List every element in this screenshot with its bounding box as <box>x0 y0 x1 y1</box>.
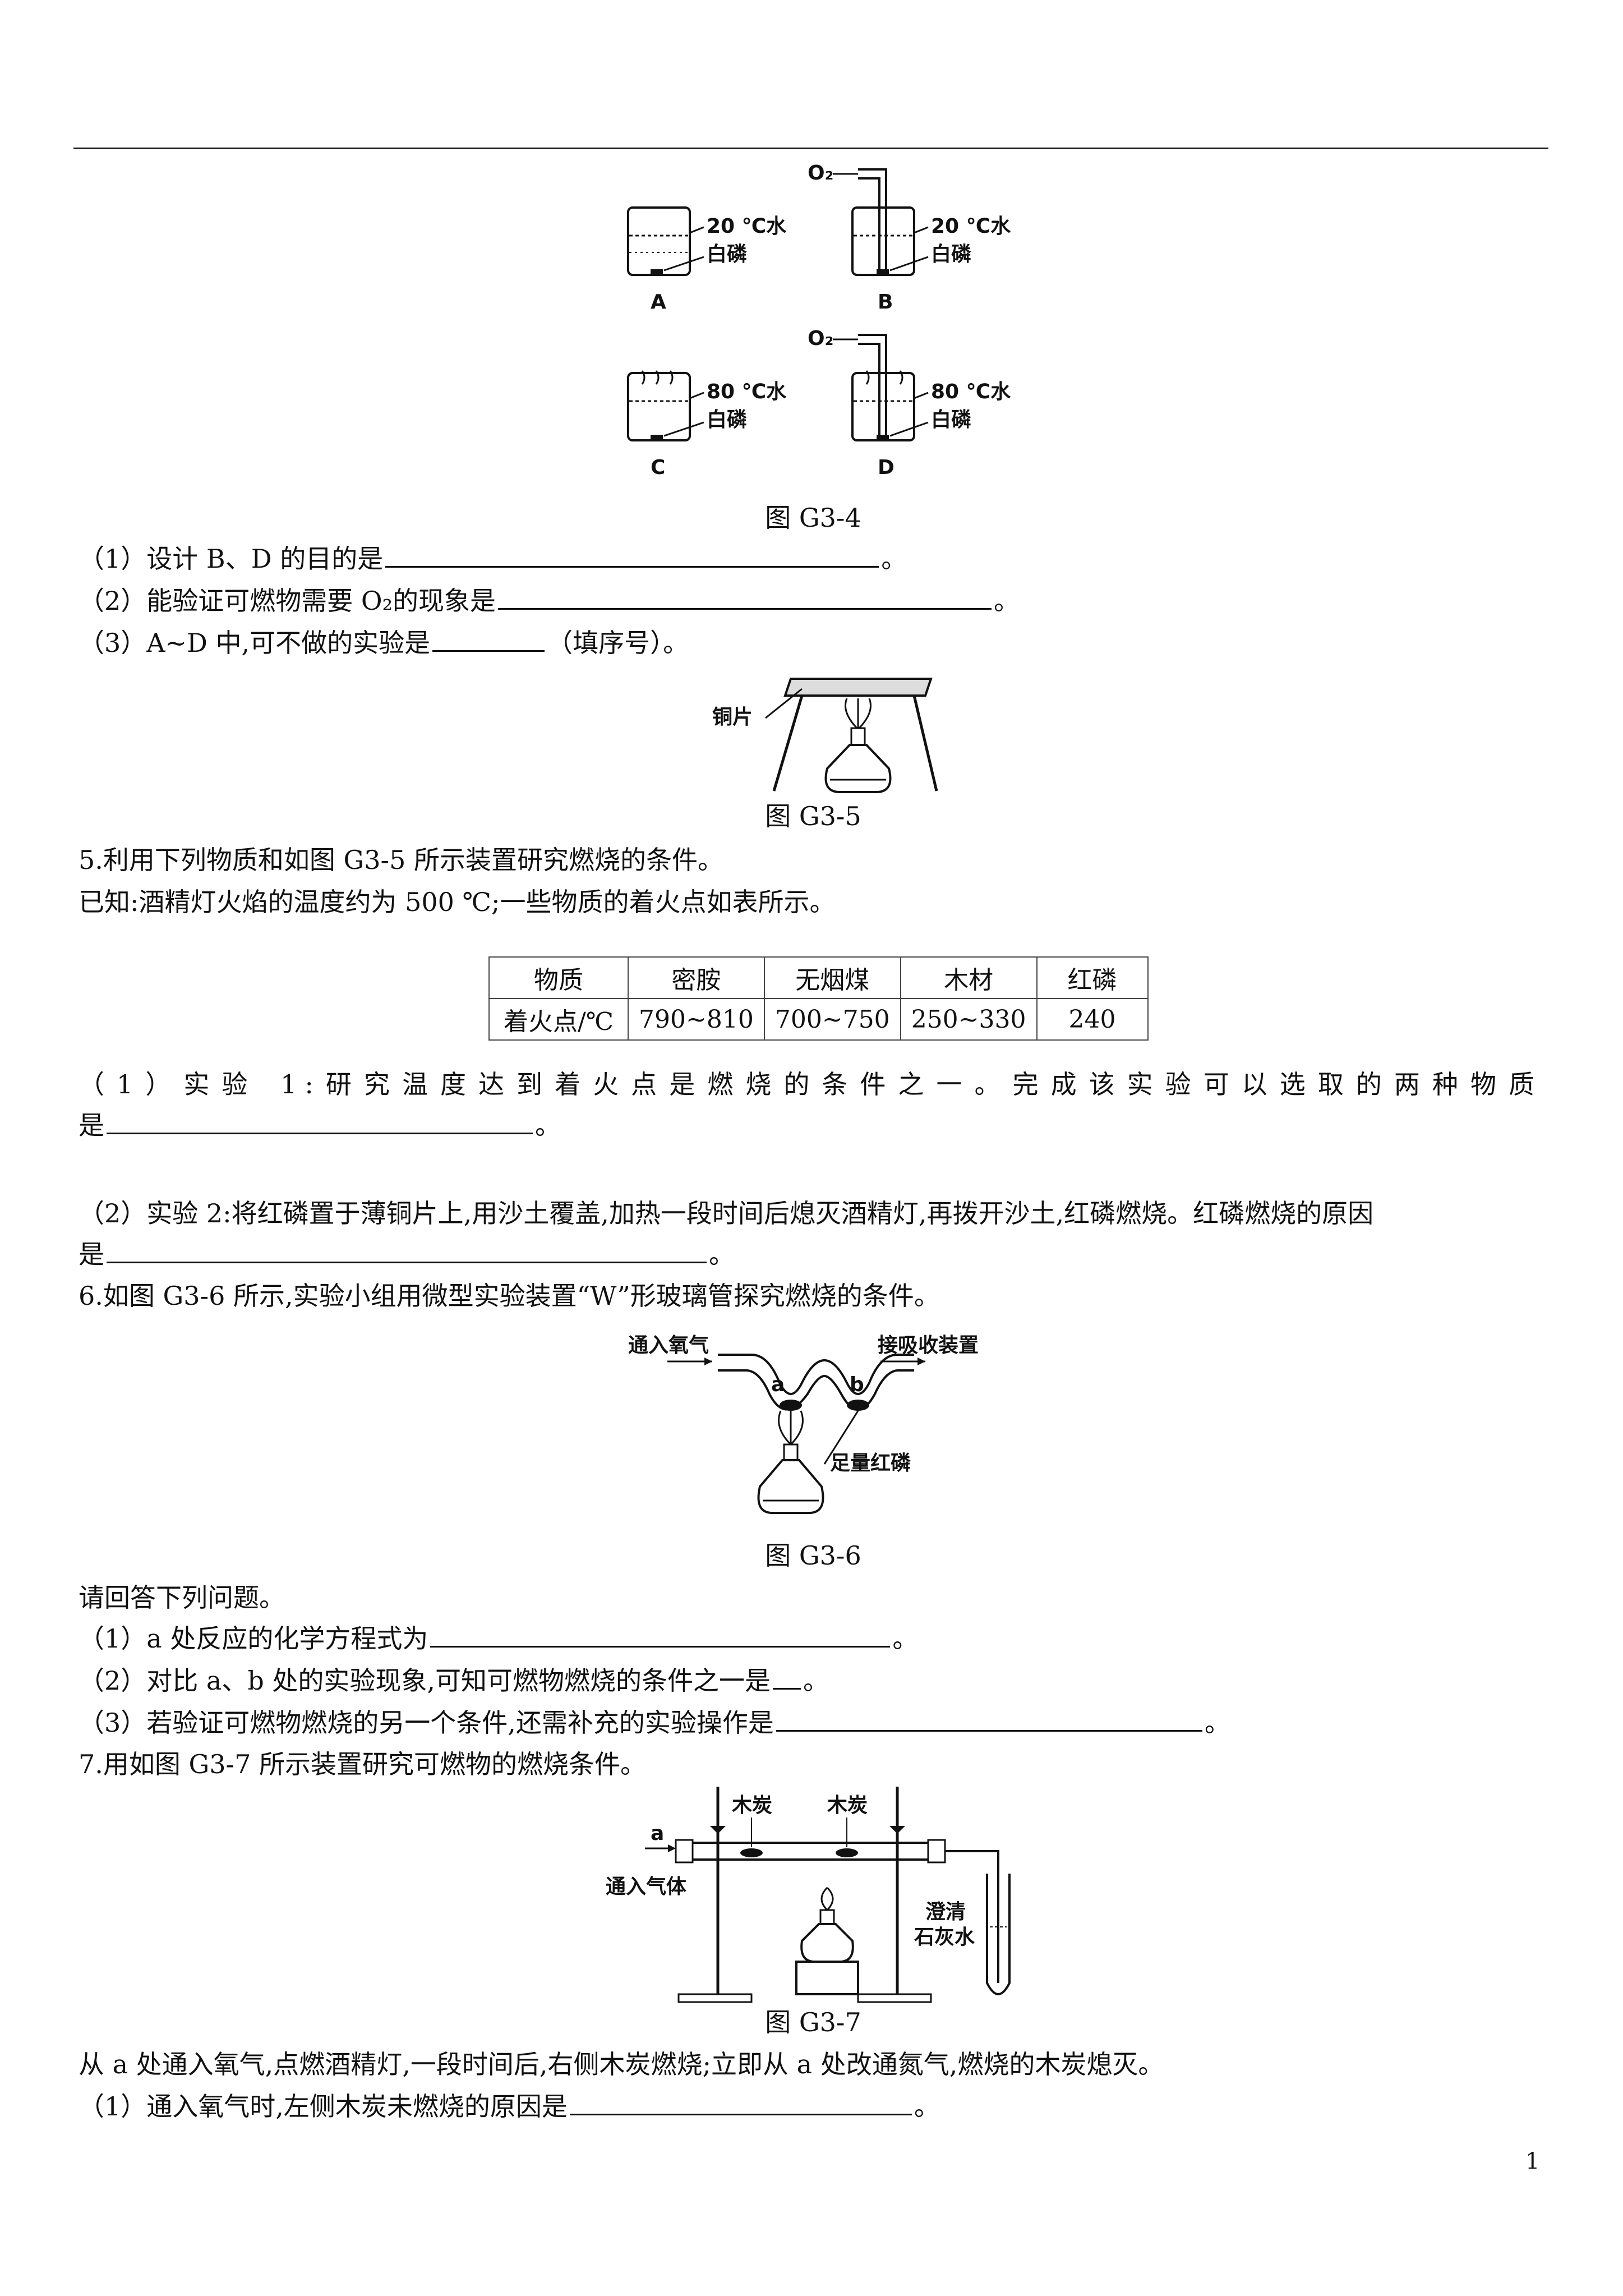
table-cell: 物质 <box>488 956 629 999</box>
q4-line-2: （2）能验证可燃物需要 O₂的现象是 。 <box>79 585 1020 616</box>
beaker-a: 20 ℃水 白磷 A <box>627 206 787 314</box>
q6-end: 。 <box>1204 1708 1230 1738</box>
table-row: 着火点/℃ 790~810 700~750 250~330 240 <box>488 998 1149 1041</box>
beaker-d: O₂ 80 ℃水 白磷 D <box>808 327 1011 479</box>
beaker-c-letter: C <box>651 456 665 479</box>
figure-g3-6: 通入氧气 接吸收装置 a b 足量红磷 <box>628 1334 979 1514</box>
header-rule <box>73 148 1548 149</box>
q5-end: 。 <box>709 1239 735 1269</box>
q4-s2-text: （2）能验证可燃物需要 O₂的现象是 <box>79 586 496 616</box>
q7-intro: 7.用如图 G3-7 所示装置研究可燃物的燃烧条件。 <box>79 1749 646 1779</box>
beaker-d-phos-label: 白磷 <box>931 408 971 431</box>
q7-end: 。 <box>914 2091 940 2122</box>
caption-g3-6: 图 G3-6 <box>765 1540 861 1571</box>
point-b-label: b <box>850 1373 864 1396</box>
q5-end: 。 <box>535 1110 561 1140</box>
q6-line-2: （2）对比 a、b 处的实验现象,可知可燃物燃烧的条件之一是 。 <box>79 1665 829 1696</box>
q6-line-3: （3）若验证可燃物燃烧的另一个条件,还需补充的实验操作是 。 <box>79 1707 1230 1738</box>
beaker-b-letter: B <box>878 291 893 314</box>
q6-end: 。 <box>892 1623 919 1654</box>
copper-sheet-label: 铜片 <box>712 706 753 729</box>
q5-p2-line-1: （2）实验 2:将红磷置于薄铜片上,用沙土覆盖,加热一段时间后熄灭酒精灯,再拨开… <box>79 1198 1374 1228</box>
limewater-label-2: 石灰水 <box>914 1926 975 1949</box>
beaker-a-water-label: 20 ℃水 <box>707 215 787 238</box>
table-cell: 无烟煤 <box>763 956 901 999</box>
answer-blank[interactable] <box>776 1709 1202 1732</box>
answer-blank[interactable] <box>107 1240 707 1263</box>
charcoal-left-label: 木炭 <box>732 1794 772 1817</box>
answer-blank[interactable] <box>569 2092 912 2115</box>
answer-blank[interactable] <box>773 1667 801 1690</box>
q5-p1-line-1: （1）实验 1:研究温度达到着火点是燃烧的条件之一。完成该实验可以选取的两种物质 <box>79 1069 1542 1099</box>
charcoal-right-label: 木炭 <box>827 1794 868 1817</box>
answer-blank[interactable] <box>432 629 545 652</box>
figure-g3-5: 铜片 <box>712 678 938 793</box>
table-cell: 240 <box>1036 998 1149 1041</box>
table-header-row: 物质 密胺 无烟煤 木材 红磷 <box>488 956 1149 999</box>
q6-line-1: （1）a 处反应的化学方程式为 。 <box>79 1623 918 1654</box>
q6-s1-text: （1）a 处反应的化学方程式为 <box>79 1623 428 1654</box>
answer-blank[interactable] <box>430 1625 891 1648</box>
q6-intro: 6.如图 G3-6 所示,实验小组用微型实验装置“W”形玻璃管探究燃烧的条件。 <box>79 1281 940 1311</box>
outlet-label: 接吸收装置 <box>878 1334 979 1357</box>
beaker-a-letter: A <box>651 291 666 314</box>
q5-p2-is: 是 <box>79 1239 104 1269</box>
q4-end: 。 <box>881 544 907 574</box>
q6-s2-text: （2）对比 a、b 处的实验现象,可知可燃物燃烧的条件之一是 <box>79 1665 771 1696</box>
q4-s3a-text: （3）A~D 中,可不做的实验是 <box>79 628 431 658</box>
limewater-label-1: 澄清 <box>925 1901 966 1924</box>
beaker-c: 80 ℃水 白磷 C <box>627 370 787 479</box>
ignition-point-table: 物质 密胺 无烟煤 木材 红磷 着火点/℃ 790~810 700~750 25… <box>488 956 1149 1041</box>
caption-g3-7: 图 G3-7 <box>765 2007 861 2037</box>
q6-end: 。 <box>803 1665 829 1696</box>
table-cell: 250~330 <box>900 998 1038 1041</box>
table-cell: 红磷 <box>1036 956 1149 999</box>
q4-s3b-text: （填序号）。 <box>547 628 689 658</box>
q7-line-1: （1）通入氧气时,左侧木炭未燃烧的原因是 。 <box>79 2091 940 2122</box>
caption-g3-4: 图 G3-4 <box>765 503 861 533</box>
q4-s1-text: （1）设计 B、D 的目的是 <box>79 544 384 574</box>
q4-end: 。 <box>994 586 1020 616</box>
table-cell: 木材 <box>900 956 1038 999</box>
inlet-label: 通入氧气 <box>628 1334 709 1357</box>
q4-line-3: （3）A~D 中,可不做的实验是 （填序号）。 <box>79 627 689 659</box>
o2-label-b: O₂ <box>808 163 833 185</box>
point-a-label: a <box>771 1373 785 1396</box>
answer-blank[interactable] <box>498 587 992 610</box>
beaker-a-phos-label: 白磷 <box>707 243 747 266</box>
page-number: 1 <box>1525 2148 1540 2174</box>
q4-line-1: （1）设计 B、D 的目的是 。 <box>79 543 907 574</box>
q5-p1-line-2: 是。 <box>79 1110 561 1141</box>
table-cell: 790~810 <box>628 998 765 1041</box>
figure-g3-4: 20 ℃水 白磷 A O₂ 20 ℃水 白磷 B 80 ℃水 白磷 C O₂ <box>627 163 1011 479</box>
q6-ask: 请回答下列问题。 <box>79 1582 285 1613</box>
q7-desc: 从 a 处通入氧气,点燃酒精灯,一段时间后,右侧木炭燃烧;立即从 a 处改通氮气… <box>79 2049 1164 2079</box>
q5-p2-line-2: 是。 <box>79 1239 735 1270</box>
beaker-b-phos-label: 白磷 <box>931 243 971 266</box>
beaker-b: O₂ 20 ℃水 白磷 B <box>808 163 1011 314</box>
red-phosphorus-label: 足量红磷 <box>830 1452 911 1475</box>
inlet-a-label: a <box>651 1822 664 1845</box>
beaker-b-water-label: 20 ℃水 <box>931 215 1011 238</box>
table-cell: 密胺 <box>628 956 765 999</box>
beaker-d-letter: D <box>878 456 895 479</box>
q7-s1-text: （1）通入氧气时,左侧木炭未燃烧的原因是 <box>79 2091 568 2122</box>
q5-intro: 5.利用下列物质和如图 G3-5 所示装置研究燃烧的条件。 <box>79 845 723 875</box>
caption-g3-5: 图 G3-5 <box>765 801 861 831</box>
beaker-d-water-label: 80 ℃水 <box>931 380 1011 403</box>
beaker-c-phos-label: 白磷 <box>707 408 747 431</box>
beaker-c-water-label: 80 ℃水 <box>707 380 787 403</box>
answer-blank[interactable] <box>385 545 879 568</box>
table-cell: 700~750 <box>763 998 901 1041</box>
q5-p1-is: 是 <box>79 1110 104 1140</box>
o2-label-d: O₂ <box>808 327 833 350</box>
answer-blank[interactable] <box>107 1111 533 1134</box>
figure-g3-7: a 通入气体 木炭 木炭 澄清 石灰水 <box>606 1787 1011 2003</box>
q5-known: 已知:酒精灯火焰的温度约为 500 ℃;一些物质的着火点如表所示。 <box>79 887 836 917</box>
gas-inlet-label: 通入气体 <box>606 1875 686 1898</box>
table-cell: 着火点/℃ <box>488 998 629 1041</box>
q6-s3-text: （3）若验证可燃物燃烧的另一个条件,还需补充的实验操作是 <box>79 1708 774 1738</box>
